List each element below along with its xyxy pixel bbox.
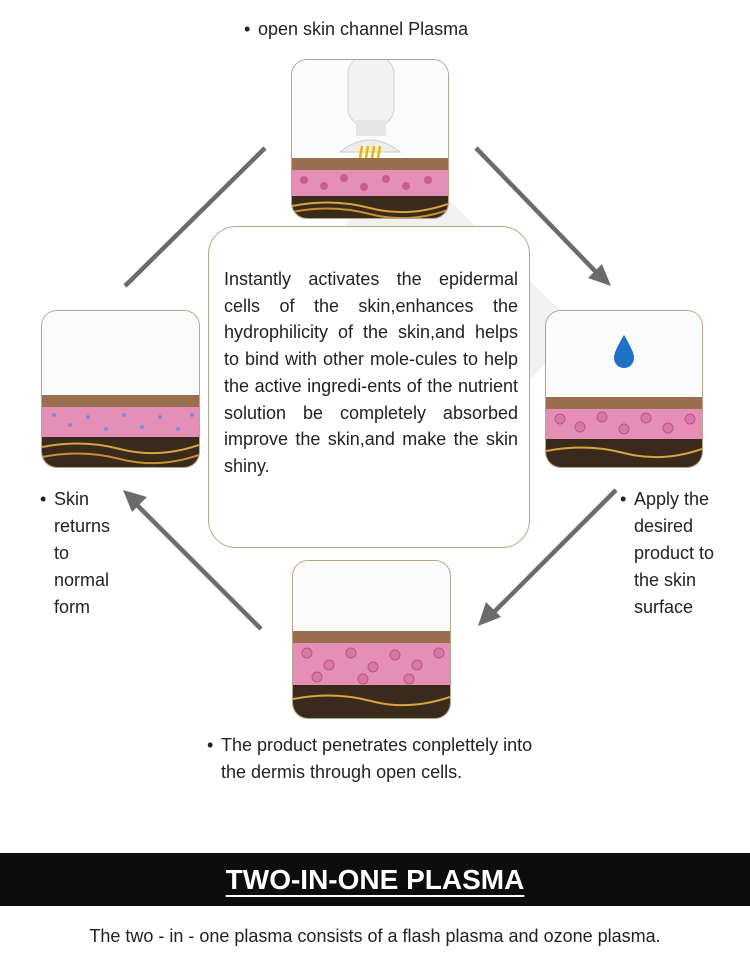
footer-caption: The two - in - one plasma consists of a … bbox=[89, 926, 661, 946]
center-description-box bbox=[208, 226, 530, 548]
arrow-icon bbox=[123, 146, 267, 288]
banner-title: TWO-IN-ONE PLASMA bbox=[225, 864, 525, 895]
center-description: Instantly activates the epidermal cells … bbox=[224, 269, 518, 476]
plasma-device-icon bbox=[338, 60, 402, 159]
water-drop-icon bbox=[614, 335, 634, 368]
step-image-plasma bbox=[291, 59, 449, 219]
step-label-left: •Skin returns to normal form bbox=[40, 489, 111, 617]
step-label-right: •Apply the desired product to the skin s… bbox=[620, 489, 715, 617]
step-image-apply-product bbox=[545, 310, 703, 468]
step-label-bottom: •The product penetrates conplettely into… bbox=[207, 735, 533, 782]
step-label-top: •open skin channel Plasma bbox=[244, 19, 469, 39]
arrow-icon bbox=[123, 490, 263, 631]
title-banner: TWO-IN-ONE PLASMA bbox=[0, 853, 750, 906]
arrow-icon bbox=[478, 488, 618, 626]
step-image-normal-skin bbox=[41, 310, 200, 468]
step-image-penetration bbox=[292, 560, 451, 719]
arrow-icon bbox=[474, 146, 611, 286]
